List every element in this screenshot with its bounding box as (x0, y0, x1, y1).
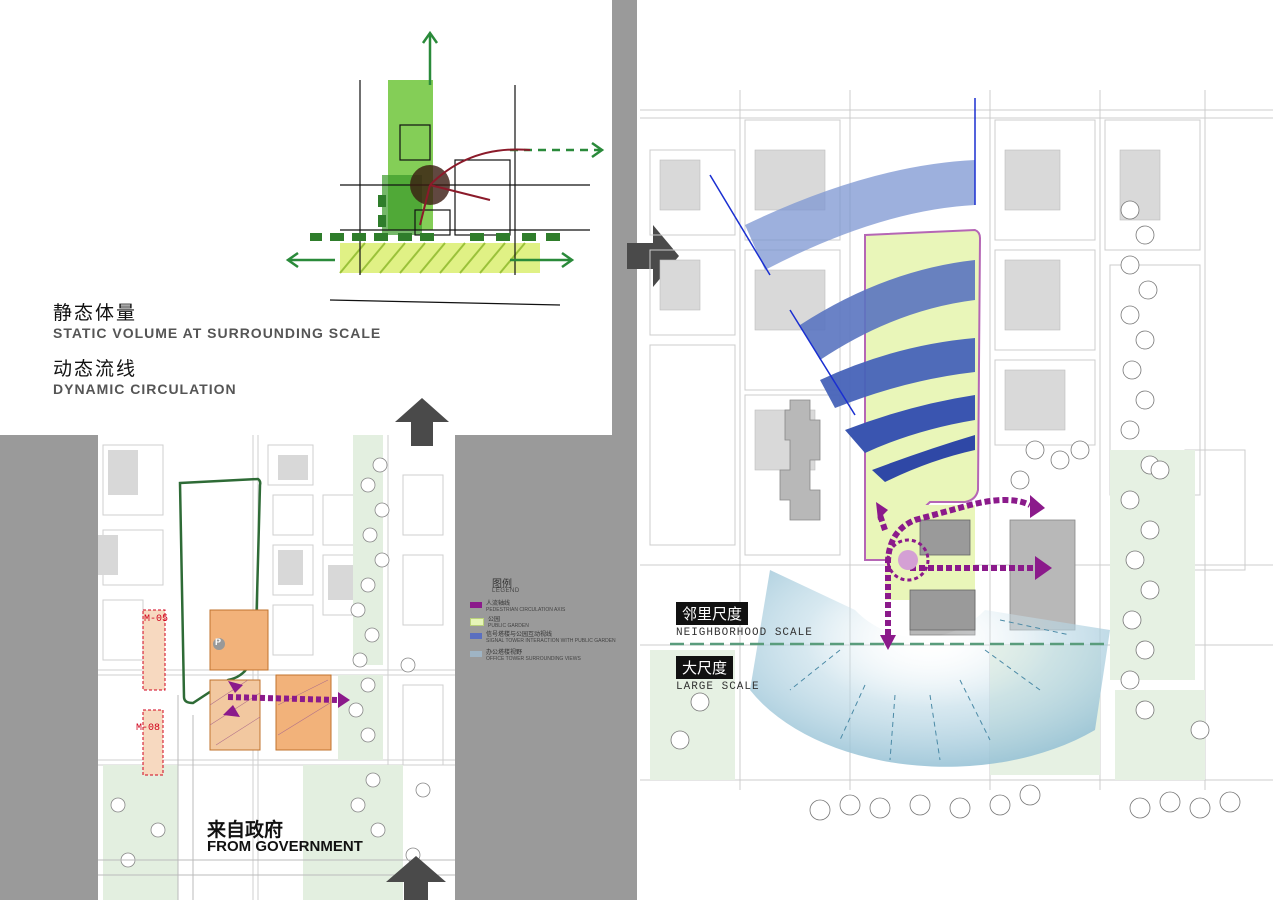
neighborhood-scale-en: NEIGHBORHOOD SCALE (676, 627, 813, 639)
legend-title-cn: 图例 (492, 579, 512, 590)
legend-item-en: PUBLIC GARDEN (488, 623, 529, 629)
left-site-plan (98, 435, 455, 900)
pedestrian-swatch (470, 602, 482, 608)
from-government-en: FROM GOVERNMENT (207, 838, 363, 855)
large-scale-fan (750, 570, 1110, 767)
signal-tower-bands (745, 160, 975, 482)
legend-item-cn: 人流轴线 (486, 600, 511, 607)
legend-item-cn: 信号塔楼与公园互动视线 (486, 631, 553, 638)
legend-title-en: LEGEND (492, 588, 520, 594)
legend-item-cn: 公园 (488, 616, 501, 623)
up-arrow-bottom (386, 856, 446, 900)
garden-swatch (470, 618, 484, 626)
large-scale-en: LARGE SCALE (676, 681, 760, 693)
parking-symbol: P (215, 637, 222, 647)
title-dynamic-circulation-cn: 动态流线 (53, 358, 138, 380)
parcel-label-m08: M-08 (136, 723, 161, 734)
right-site-plan (640, 90, 1273, 821)
legend-item-cn: 办公塔楼视野 (486, 649, 523, 656)
legend-item-en: OFFICE TOWER SURROUNDING VIEWS (486, 656, 581, 662)
circulation-sketch (285, 30, 605, 306)
office-views-swatch (470, 651, 482, 657)
left-pedestrian-arrow (223, 681, 350, 717)
title-static-volume-en: STATIC VOLUME AT SURROUNDING SCALE (53, 325, 382, 341)
up-arrow-top (395, 398, 449, 446)
title-dynamic-circulation-en: DYNAMIC CIRCULATION (53, 381, 237, 397)
large-scale-label: 大尺度 LARGE SCALE (676, 656, 760, 693)
large-scale-cn: 大尺度 (676, 656, 734, 679)
legend-item-en: PEDESTRIAN CIRCULATION AXIS (486, 607, 566, 613)
title-static-volume-cn: 静态体量 (53, 302, 138, 324)
neighborhood-scale-cn: 邻里尺度 (676, 602, 749, 625)
parcel-label-m05: M-05 (144, 614, 169, 625)
legend-item-en: SIGNAL TOWER INTERACTION WITH PUBLIC GAR… (486, 638, 616, 644)
pedestrian-node (886, 538, 930, 582)
parking-symbol-bg (213, 638, 225, 650)
signal-tower-swatch (470, 633, 482, 639)
neighborhood-scale-label: 邻里尺度 NEIGHBORHOOD SCALE (676, 602, 813, 639)
from-government-cn: 来自政府 (207, 819, 284, 841)
